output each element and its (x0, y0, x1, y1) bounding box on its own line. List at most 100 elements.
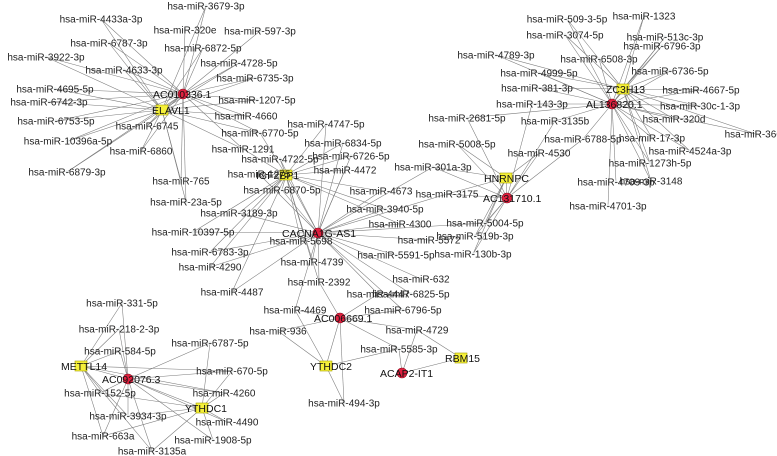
gene-node-ythdc1[interactable] (195, 402, 209, 414)
mirna-node-hsa-mir-6783-3p[interactable] (208, 250, 212, 254)
gene-node-mettl14[interactable] (74, 360, 88, 372)
mirna-node-hsa-mir-4433a-3p[interactable] (99, 17, 103, 21)
mirna-node-hsa-mir-4490[interactable] (225, 420, 229, 424)
mirna-node-hsa-mir-4524a-3p[interactable] (688, 149, 692, 153)
mirna-node-hsa-mir-2392[interactable] (317, 280, 321, 284)
mirna-node-hsa-mir-765[interactable] (179, 179, 183, 183)
mirna-node-hsa-mir-10396a-5p[interactable] (66, 139, 70, 143)
mirna-node-hsa-mir-10397-5p[interactable] (191, 230, 195, 234)
lncrna-node-acap2-it1[interactable] (396, 367, 408, 379)
mirna-node-hsa-mir-3940-5p[interactable] (383, 207, 387, 211)
mirna-node-hsa-mir-4695-5p[interactable] (53, 87, 57, 91)
mirna-node-hsa-mir-663a[interactable] (101, 434, 105, 438)
mirna-node-hsa-mir-143-3p[interactable] (530, 102, 534, 106)
mirna-node-hsa-mir-6787-3p[interactable] (107, 41, 111, 45)
mirna-node-hsa-mir-4633-3p[interactable] (122, 68, 126, 72)
mirna-node-hsa-mir-4260[interactable] (222, 391, 226, 395)
mirna-node-hsa-mir-3148[interactable] (649, 179, 653, 183)
mirna-node-hsa-mir-6796-3p[interactable] (660, 44, 664, 48)
mirna-node-hsa-mir-6735-3p[interactable] (253, 76, 257, 80)
mirna-node-hsa-mir-3662[interactable] (754, 132, 758, 136)
gene-node-zc3h13[interactable] (616, 83, 630, 95)
mirna-node-hsa-mir-5591-5p[interactable] (394, 253, 398, 257)
lncrna-node-cacna1g-as1[interactable] (312, 227, 324, 239)
mirna-node-hsa-mir-584-5p[interactable] (118, 349, 122, 353)
mirna-node-hsa-mir-1323[interactable] (642, 14, 646, 18)
mirna-node-hsa-mir-5004-5p[interactable] (483, 221, 487, 225)
mirna-node-hsa-mir-1273h-5p[interactable] (648, 161, 652, 165)
lncrna-node-al136820-1[interactable] (606, 98, 618, 110)
mirna-node-hsa-mir-6834-5p[interactable] (341, 141, 345, 145)
gene-node-rbm15[interactable] (454, 352, 468, 364)
mirna-node-hsa-mir-5585-3p[interactable] (397, 347, 401, 351)
mirna-node-hsa-mir-320d[interactable] (672, 117, 676, 121)
mirna-node-hsa-mir-5008-5p[interactable] (455, 142, 459, 146)
mirna-node-hsa-mir-4469[interactable] (293, 308, 297, 312)
lncrna-node-ac092076-3[interactable] (122, 373, 134, 385)
mirna-node-hsa-mir-494-3p[interactable] (342, 401, 346, 405)
gene-node-igf2bp1[interactable] (279, 169, 293, 181)
mirna-node-hsa-mir-4673[interactable] (379, 189, 383, 193)
mirna-node-hsa-mir-1207-5p[interactable] (255, 98, 259, 102)
mirna-node-hsa-mir-509-3-5p[interactable] (565, 17, 569, 21)
mirna-node-hsa-mir-4701-3p[interactable] (606, 204, 610, 208)
mirna-node-hsa-mir-23a-5p[interactable] (184, 200, 188, 204)
mirna-node-hsa-mir-30c-1-3p[interactable] (698, 104, 702, 108)
mirna-node-hsa-mir-6825-5p[interactable] (409, 292, 413, 296)
mirna-node-hsa-mir-1275[interactable] (257, 172, 261, 176)
mirna-node-hsa-mir-4472[interactable] (343, 168, 347, 172)
mirna-node-hsa-mir-6788-5p[interactable] (581, 137, 585, 141)
mirna-node-hsa-mir-3175[interactable] (445, 192, 449, 196)
mirna-node-hsa-mir-6742-3p[interactable] (47, 100, 51, 104)
gene-node-hnrnpc[interactable] (499, 172, 513, 184)
mirna-node-hsa-mir-331-5p[interactable] (120, 301, 124, 305)
mirna-node-hsa-mir-6745[interactable] (145, 124, 149, 128)
mirna-node-hsa-mir-152-5p[interactable] (98, 391, 102, 395)
mirna-node-hsa-mir-632[interactable] (419, 277, 423, 281)
mirna-node-hsa-mir-6753-5p[interactable] (54, 119, 58, 123)
mirna-node-hsa-mir-6796-5p[interactable] (401, 308, 405, 312)
mirna-node-hsa-mir-1908-5p[interactable] (211, 438, 215, 442)
mirna-node-hsa-mir-3679-3p[interactable] (204, 4, 208, 8)
mirna-node-hsa-mir-5572[interactable] (427, 238, 431, 242)
mirna-node-hsa-mir-670-5p[interactable] (230, 369, 234, 373)
mirna-node-hsa-mir-936[interactable] (276, 329, 280, 333)
mirna-node-hsa-mir-4300[interactable] (398, 222, 402, 226)
mirna-node-hsa-mir-3135b[interactable] (553, 119, 557, 123)
mirna-node-hsa-mir-2681-5p[interactable] (465, 116, 469, 120)
mirna-node-hsa-mir-17-3p[interactable] (650, 136, 654, 140)
mirna-node-hsa-mir-4729[interactable] (415, 328, 419, 332)
gene-node-ythdc2[interactable] (319, 360, 333, 372)
gene-node-elavl1[interactable] (155, 104, 169, 116)
mirna-node-hsa-mir-1291[interactable] (241, 147, 245, 151)
mirna-node-hsa-mir-6508-3p[interactable] (597, 57, 601, 61)
mirna-node-hsa-mir-6860[interactable] (139, 149, 143, 153)
mirna-node-hsa-mir-6870-5p[interactable] (280, 188, 284, 192)
mirna-node-hsa-mir-4722-5p[interactable] (278, 157, 282, 161)
mirna-node-hsa-mir-6736-5p[interactable] (668, 69, 672, 73)
mirna-node-hsa-mir-218-2-3p[interactable] (117, 327, 121, 331)
lncrna-node-ac131710-1[interactable] (501, 192, 513, 204)
mirna-node-hsa-mir-4789-3p[interactable] (494, 53, 498, 57)
mirna-node-hsa-mir-4530[interactable] (537, 151, 541, 155)
lncrna-node-ac006669-1[interactable] (334, 312, 346, 324)
mirna-node-hsa-mir-4739[interactable] (310, 260, 314, 264)
mirna-node-hsa-mir-519b-3p[interactable] (473, 234, 477, 238)
mirna-node-hsa-mir-4290[interactable] (208, 265, 212, 269)
mirna-node-hsa-mir-6879-3p[interactable] (65, 170, 69, 174)
mirna-node-hsa-mir-301a-3p[interactable] (431, 165, 435, 169)
mirna-node-hsa-mir-130b-3p[interactable] (471, 252, 475, 256)
lncrna-node-ac010336-1[interactable] (177, 88, 189, 100)
mirna-node-hsa-mir-4728-5p[interactable] (237, 61, 241, 65)
mirna-node-hsa-mir-3189-3p[interactable] (237, 211, 241, 215)
mirna-node-hsa-mir-3074-5p[interactable] (563, 33, 567, 37)
mirna-node-hsa-mir-4487[interactable] (230, 290, 234, 294)
mirna-node-hsa-mir-4660[interactable] (244, 114, 248, 118)
mirna-node-hsa-mir-3922-3p[interactable] (44, 55, 48, 59)
mirna-node-hsa-mir-6770-5p[interactable] (258, 131, 262, 135)
mirna-node-hsa-mir-513c-3p[interactable] (663, 35, 667, 39)
mirna-node-hsa-mir-3934-3p[interactable] (126, 414, 130, 418)
mirna-node-hsa-mir-381-3p[interactable] (535, 86, 539, 90)
mirna-node-hsa-mir-4999-5p[interactable] (537, 71, 541, 75)
mirna-node-hsa-mir-320e[interactable] (183, 28, 187, 32)
